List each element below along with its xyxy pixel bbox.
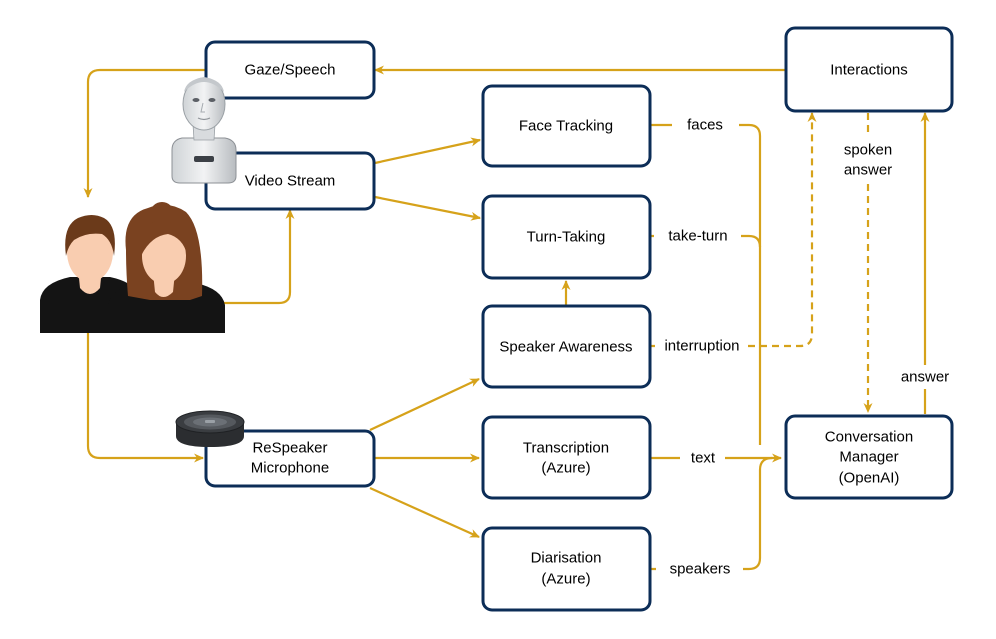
respeaker-label-line1: ReSpeaker	[252, 440, 327, 457]
edge-label-faces: faces	[687, 117, 723, 134]
node-gaze-speech	[204, 40, 376, 100]
edge-label-speakers: speakers	[670, 561, 731, 578]
edge-label-interruption: interruption	[664, 338, 739, 355]
edge-video-to-turn	[374, 195, 481, 221]
node-face-tracking	[481, 84, 652, 168]
edge-label-answer: answer	[901, 369, 949, 386]
gaze-speech-label: Gaze/Speech	[245, 62, 336, 79]
edge-users-to-respeaker	[86, 333, 204, 463]
robot-head-icon	[171, 77, 237, 184]
node-conversation-manager	[784, 414, 954, 500]
turn-taking-label: Turn-Taking	[527, 229, 606, 246]
edge-respeaker-to-diarisation	[369, 486, 480, 539]
node-turn-taking	[481, 194, 652, 280]
node-diarisation	[481, 526, 652, 612]
respeaker-label-line2: Microphone	[251, 460, 329, 477]
node-interactions	[784, 26, 954, 113]
edge-faces	[651, 123, 762, 445]
face-tracking-label: Face Tracking	[519, 118, 613, 135]
edge-label-spoken-line2: answer	[844, 162, 892, 179]
video-stream-label: Video Stream	[245, 173, 336, 190]
transcription-label-line1: Transcription	[523, 440, 609, 457]
conversation-manager-label-line2: Manager	[839, 449, 898, 466]
node-respeaker	[204, 429, 376, 488]
diarisation-label-line2: (Azure)	[541, 571, 590, 588]
diarisation-label-line1: Diarisation	[531, 550, 602, 567]
users-icon	[40, 202, 225, 333]
node-transcription	[481, 415, 652, 500]
node-speaker-awareness	[481, 304, 652, 389]
edge-interruption	[651, 113, 812, 348]
edge-label-spoken-line1: spoken	[844, 142, 892, 159]
microphone-device-icon	[175, 410, 245, 447]
edge-speakers	[651, 456, 773, 571]
edge-video-to-face	[374, 137, 481, 165]
edge-respeaker-to-awareness	[369, 378, 480, 431]
edge-users-to-video	[222, 209, 295, 305]
edge-gaze-to-users	[83, 68, 206, 198]
conversation-manager-label-line3: (OpenAI)	[839, 470, 900, 487]
edge-label-text: text	[691, 450, 716, 467]
conversation-manager-label-line1: Conversation	[825, 429, 913, 446]
transcription-label-line2: (Azure)	[541, 460, 590, 477]
edge-label-take-turn: take-turn	[668, 228, 727, 245]
speaker-awareness-label: Speaker Awareness	[499, 339, 632, 356]
interactions-label: Interactions	[830, 62, 908, 79]
